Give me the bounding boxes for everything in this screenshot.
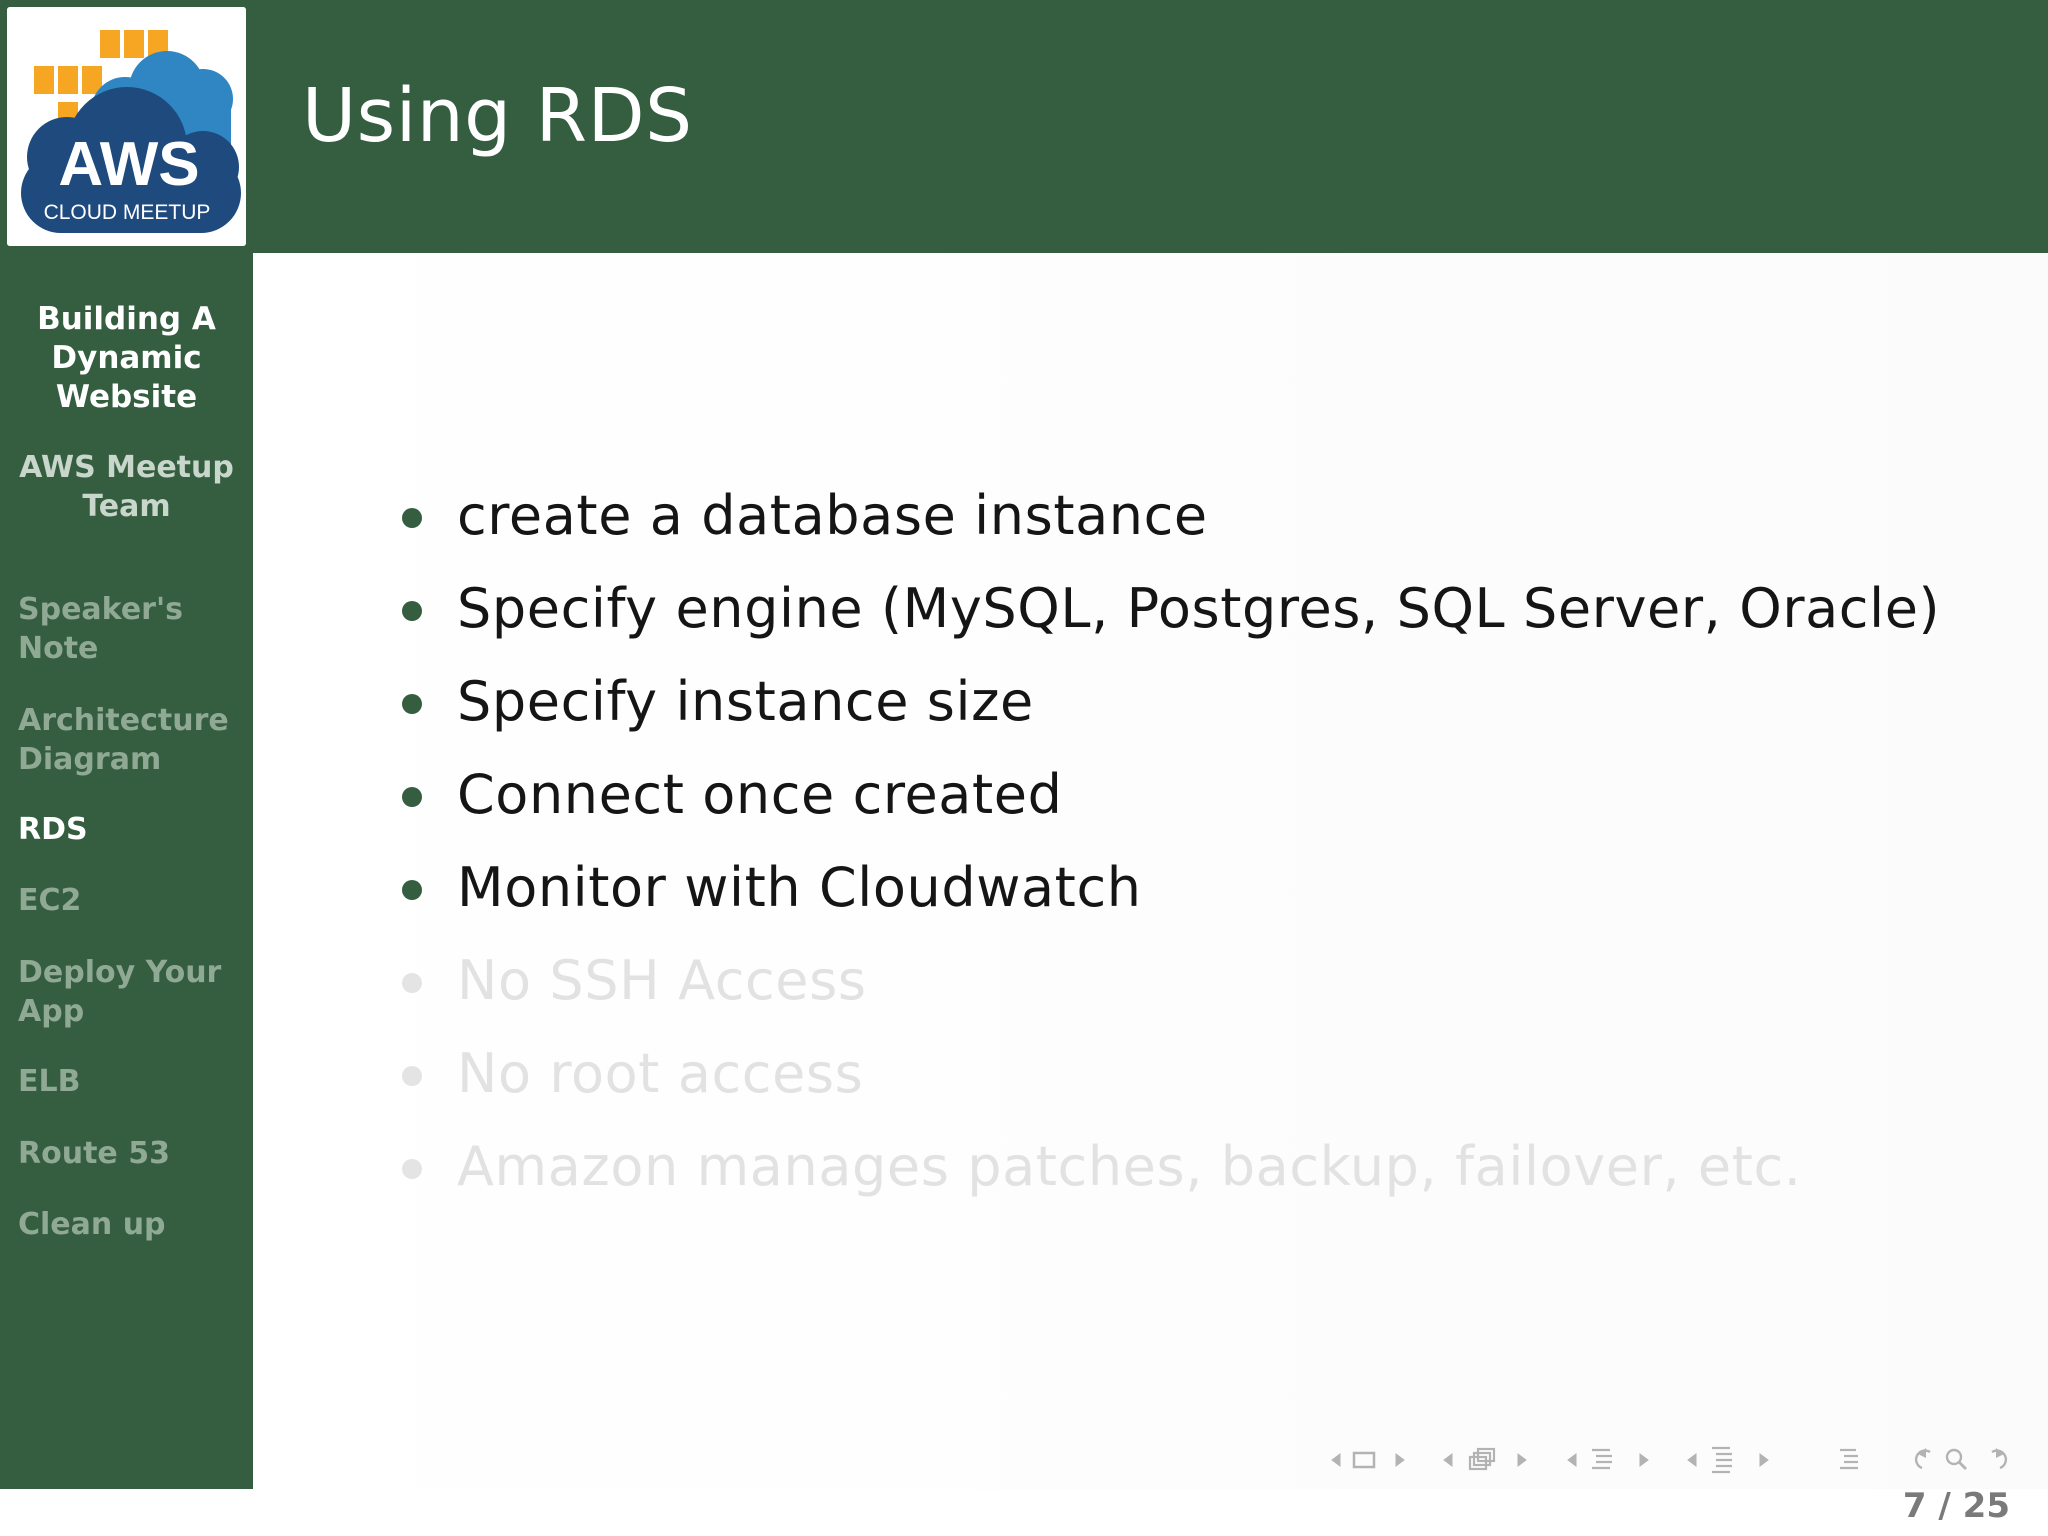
frame-next-icon — [1395, 1453, 1405, 1467]
frame-prev-icon — [1331, 1453, 1341, 1467]
sidebar-item-label: ELB — [18, 1064, 81, 1099]
sidebar-item-label: Note — [18, 631, 99, 666]
author-line-1: AWS Meetup — [19, 450, 234, 485]
sidebar-item-label: Clean up — [18, 1207, 166, 1242]
document-prev-icon — [1687, 1453, 1697, 1467]
forward-button[interactable] — [1984, 1440, 2014, 1480]
forward-arrow-icon — [1996, 1448, 2004, 1458]
bullet-icon — [402, 1066, 422, 1086]
frame-nav-button[interactable] — [1326, 1440, 1410, 1480]
frame-icon — [1352, 1451, 1376, 1469]
search-icon — [1945, 1448, 1963, 1466]
bullet-text: Amazon manages patches, backup, failover… — [457, 1135, 1802, 1198]
beamer-navigation-bar — [1310, 1440, 2030, 1480]
sidebar-item-label: Route 53 — [18, 1136, 170, 1171]
sidebar-item-label: Architecture — [18, 703, 229, 738]
document-nav-button[interactable] — [1682, 1440, 1774, 1480]
bullet-text: create a database instance — [457, 484, 1208, 547]
sidebar-item-label: RDS — [18, 812, 88, 847]
bullet-text: Specify instance size — [457, 670, 1034, 733]
logo-aws-text: AWS — [58, 130, 199, 199]
nav-controls-graphic — [1326, 1440, 2014, 1480]
presentation-title-line-1: Building A — [37, 301, 216, 337]
aws-cloud-meetup-logo: AWS CLOUD MEETUP — [7, 7, 246, 246]
subsection-icon — [1468, 1447, 1496, 1471]
search-button[interactable] — [1942, 1440, 1972, 1480]
subsection-next-icon — [1517, 1453, 1527, 1467]
bullet-text: Monitor with Cloudwatch — [457, 856, 1142, 919]
bullet-text: No SSH Access — [457, 949, 867, 1012]
subsection-nav-button[interactable] — [1438, 1440, 1532, 1480]
aws-logo-graphic: AWS CLOUD MEETUP — [7, 7, 246, 246]
subsection-prev-icon — [1443, 1453, 1453, 1467]
sidebar-item-route-53[interactable]: Route 53 — [18, 1134, 243, 1173]
bullet-text: Connect once created — [457, 763, 1063, 826]
document-next-icon — [1759, 1453, 1769, 1467]
bullet-text: No root access — [457, 1042, 864, 1105]
section-next-icon — [1639, 1453, 1649, 1467]
author-line-2: Team — [82, 489, 171, 524]
sidebar-item-clean-up[interactable]: Clean up — [18, 1205, 243, 1244]
sidebar-item-ec2[interactable]: EC2 — [18, 881, 243, 920]
back-icon — [1914, 1449, 1931, 1470]
bullet-icon — [402, 694, 422, 714]
back-button[interactable] — [1910, 1440, 1940, 1480]
bullet-icon — [402, 601, 422, 621]
slide-title: Using RDS — [302, 73, 693, 159]
sidebar-item-elb[interactable]: ELB — [18, 1062, 243, 1101]
presentation-title-line-3: Website — [55, 379, 198, 415]
sidebar-item-speakers-note[interactable]: Speaker's Note — [18, 590, 243, 668]
bullet-icon — [402, 1159, 422, 1179]
bullet-icon — [402, 973, 422, 993]
sidebar-item-label: EC2 — [18, 883, 82, 918]
bullet-icon — [402, 880, 422, 900]
bullet-icon — [402, 508, 422, 528]
document-icon — [1712, 1446, 1732, 1474]
slide-body — [253, 253, 2048, 1489]
section-prev-icon — [1567, 1453, 1577, 1467]
sidebar-item-label: App — [18, 994, 85, 1029]
page-number: 7 / 25 — [1902, 1486, 2010, 1526]
presentation-title-line-2: Dynamic — [51, 340, 202, 376]
sidebar-item-architecture-diagram[interactable]: Architecture Diagram — [18, 701, 243, 779]
section-icon — [1592, 1448, 1612, 1470]
sidebar-item-deploy-your-app[interactable]: Deploy Your App — [18, 953, 243, 1031]
bullet-text: Specify engine (MySQL, Postgres, SQL Ser… — [457, 577, 1941, 640]
outline-icon — [1840, 1448, 1858, 1470]
slide-header: AWS CLOUD MEETUP Using RDS — [0, 0, 2048, 253]
logo-subtitle-text: CLOUD MEETUP — [44, 201, 211, 224]
sidebar-item-label: Speaker's — [18, 592, 183, 627]
back-arrow-icon — [1918, 1448, 1926, 1458]
forward-icon — [1991, 1449, 2008, 1470]
sidebar: Building A Dynamic Website AWS Meetup Te… — [0, 253, 253, 1489]
sidebar-item-label: Diagram — [18, 742, 162, 777]
sidebar-item-label: Deploy Your — [18, 955, 222, 990]
bullet-icon — [402, 787, 422, 807]
outline-button[interactable] — [1834, 1440, 1864, 1480]
sidebar-item-rds[interactable]: RDS — [18, 810, 243, 849]
section-nav-button[interactable] — [1562, 1440, 1654, 1480]
